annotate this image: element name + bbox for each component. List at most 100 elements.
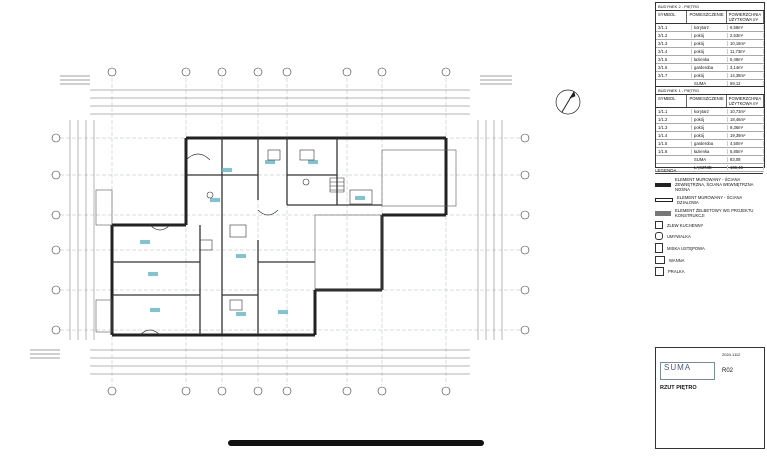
table-cell: 2/1.2 [656,33,692,38]
table-cell: 1/1.2 [656,117,692,122]
table-cell: 10,73m² [728,109,764,114]
table-cell: 19,39m² [728,133,764,138]
table-cell: pokój [692,33,728,38]
wall-swatch-icon [655,182,671,187]
table-cell: 14,38m² [728,73,764,78]
table-cell: 3,14m² [728,65,764,70]
table-cell: 2/1.7 [656,73,692,78]
legend: LEGENDA ELEMENT MUROWANY - ŚCIANA ZEWNĘT… [655,168,763,279]
table-cell: pokój [692,133,728,138]
sheet-number: R02 [722,368,734,374]
bathtub-icon [655,256,665,264]
company-logo: SUMA [660,362,715,380]
table-cell: ŁĄCZNIE [692,165,728,170]
drawing-code: 2024.1112 [722,352,741,357]
table-cell: SUMA [692,81,728,86]
table-cell: 1/1.1 [656,109,692,114]
table-cell: 1/1.3 [656,125,692,130]
table-cell: 5,48m² [728,57,764,62]
header-cell: POWIERZCHNIA UŻYTKOWA m² [727,11,764,23]
legend-label: UMYWALKA [667,233,691,239]
header-cell: SYMBOL [656,95,688,107]
table-cell: SUMA [692,157,728,162]
table-cell: 10,16m² [728,41,764,46]
header-cell: SYMBOL [656,11,688,23]
table-cell: pokój [692,117,728,122]
table-cell: korytarz [692,25,728,30]
legend-item: MISKA USTĘPOWA [655,243,763,253]
table-cell: 18,46m² [728,117,764,122]
table-cell: 83,08 [728,157,764,162]
table-header: SYMBOL POMIESZCZENIE POWIERZCHNIA UŻYTKO… [656,95,764,108]
table-cell: garderoba [692,141,728,146]
table-cell: pokój [692,125,728,130]
legend-label: WANNA [669,257,685,263]
header-cell: POMIESZCZENIE [687,11,727,23]
table-cell: pokój [692,41,728,46]
table-cell: 2/1.5 [656,57,692,62]
table-cell: 2/1.6 [656,65,692,70]
legend-item: WANNA [655,256,763,264]
table-cell: pokój [692,49,728,54]
title-block: 2024.1112 R02 SUMA RZUT PIĘTRO [655,347,765,449]
legend-item: ELEMENT ŻELBETOWY WG PROJEKTU KONSTRUKCJ… [655,208,763,218]
table-cell: korytarz [692,109,728,114]
legend-item: UMYWALKA [655,232,763,240]
room-table-floor-1: BUDYNEK 1 - PIĘTRO SYMBOL POMIESZCZENIE … [655,86,765,172]
table-cell: 4,50m² [728,141,764,146]
legend-item: PRALKA [655,267,763,276]
table-title: BUDYNEK 2 - PIĘTRO [656,3,764,11]
table-cell: łazienka [692,57,728,62]
table-cell: 1/1.4 [656,133,692,138]
legend-label: ELEMENT MUROWANY - ŚCIANA DZIAŁOWA [677,195,743,205]
table-cell: 2,53m² [728,33,764,38]
table-cell: 1/1.5 [656,141,692,146]
table-cell: 2/1.4 [656,49,692,54]
table-cell: garderoba [692,65,728,70]
table-cell: łazienka [692,149,728,154]
washer-icon [655,267,664,276]
legend-label: ELEMENT MUROWANY - ŚCIANA ZEWNĘTRZNA, ŚC… [675,177,754,192]
legend-item: ELEMENT MUROWANY - ŚCIANA ZEWNĘTRZNA, ŚC… [655,177,763,192]
wall-swatch-icon [655,198,673,202]
legend-label: MISKA USTĘPOWA [667,245,705,251]
header-cell: POWIERZCHNIA UŻYTKOWA m² [727,95,764,107]
table-cell: 9,36m² [728,125,764,130]
header-cell: POMIESZCZENIE [687,95,727,107]
table-cell: 59,12 [728,81,764,86]
home-indicator-bar[interactable] [228,440,484,446]
legend-item: ELEMENT MUROWANY - ŚCIANA DZIAŁOWA [655,195,763,205]
legend-label: ELEMENT ŻELBETOWY WG PROJEKTU KONSTRUKCJ… [675,208,754,218]
table-cell: 1/1.6 [656,149,692,154]
legend-label: PRALKA [668,269,685,274]
table-cell: 11,73m² [728,49,764,54]
sink-icon [655,232,663,240]
table-cell: pokój [692,73,728,78]
concrete-swatch-icon [655,210,671,216]
legend-title: LEGENDA [655,168,763,174]
vent-icon [655,221,663,229]
toilet-icon [655,243,663,253]
table-title: BUDYNEK 1 - PIĘTRO [656,87,764,95]
table-cell: 2/1.1 [656,25,692,30]
table-header: SYMBOL POMIESZCZENIE POWIERZCHNIA UŻYTKO… [656,11,764,24]
table-cell: 2/1.3 [656,41,692,46]
legend-item: ZLEW KUCHENNY [655,221,763,229]
table-cell: 6,58m² [728,25,764,30]
drawing-name: RZUT PIĘTRO [660,385,697,391]
